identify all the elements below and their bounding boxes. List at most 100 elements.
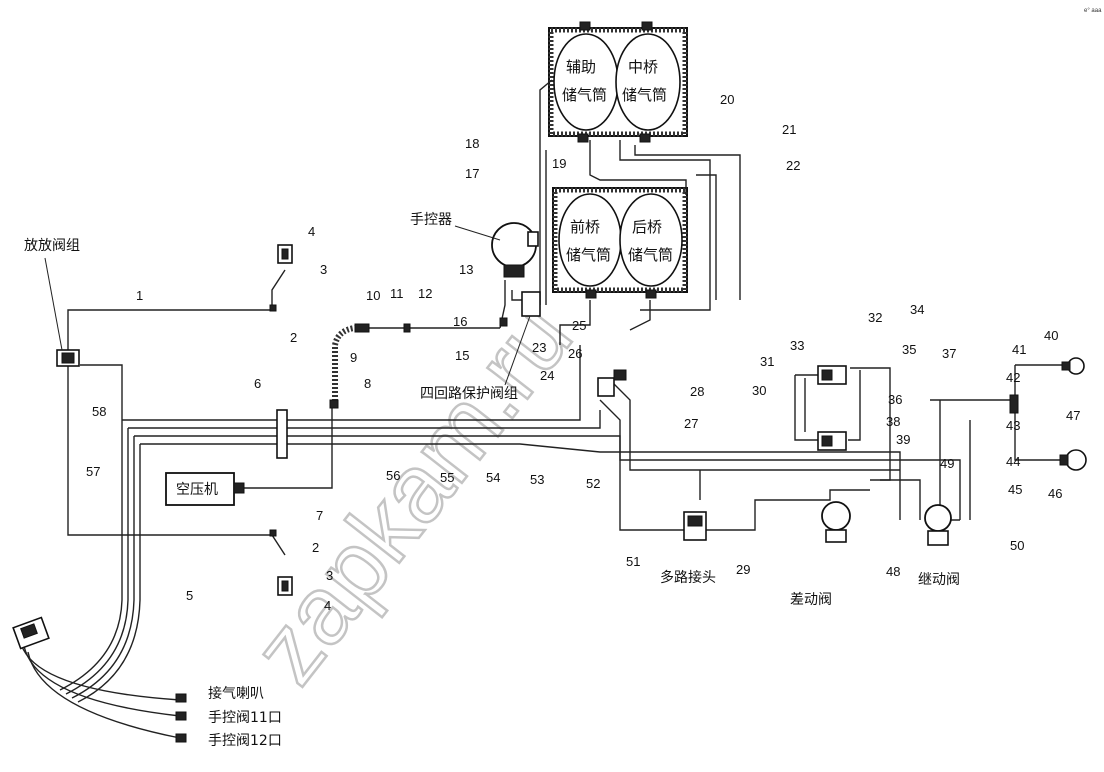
callout-lower-2: 2 — [312, 540, 319, 555]
callout-55: 55 — [440, 470, 454, 485]
callout-4: 4 — [308, 224, 315, 239]
callout-58: 58 — [92, 404, 106, 419]
label-horn: 接气喇叭 — [208, 685, 264, 702]
tank-front-label-1: 前桥 — [570, 218, 600, 236]
callout-19: 19 — [552, 156, 566, 171]
callout-2: 2 — [290, 330, 297, 345]
callout-22: 22 — [786, 158, 800, 173]
relay-valve-lower — [924, 504, 952, 546]
label-four-circuit-valve: 四回路保护阀组 — [420, 386, 518, 402]
callout-42: 42 — [1006, 370, 1020, 385]
pipe-clamp-block — [276, 409, 288, 459]
label-manual-12: 手控阀12口 — [208, 733, 282, 749]
tank-rear-label-2: 储气筒 — [628, 246, 673, 264]
pipes — [19, 79, 1065, 739]
callout-1: 1 — [136, 288, 143, 303]
callout-31: 31 — [760, 354, 774, 369]
callout-5: 5 — [186, 588, 193, 603]
relay-valve-33 — [817, 365, 847, 385]
tank-mid-label-1: 中桥 — [628, 58, 658, 76]
callout-44: 44 — [1006, 454, 1020, 469]
callout-51: 51 — [626, 554, 640, 569]
valve-27 — [597, 369, 627, 397]
label-compressor: 空压机 — [176, 482, 218, 498]
lower-tank-frame — [552, 187, 688, 299]
label-diff-valve: 差动阀 — [790, 592, 832, 608]
callout-57: 57 — [86, 464, 100, 479]
compressor-box — [165, 472, 245, 506]
four-circuit-valve-body — [521, 291, 541, 317]
callout-7: 7 — [316, 508, 323, 523]
corner-mark: e° aaa — [1084, 8, 1102, 14]
callout-12: 12 — [418, 286, 432, 301]
callout-47: 47 — [1066, 408, 1080, 423]
label-fan-valve: 放放阀组 — [24, 238, 80, 254]
callout-17: 17 — [465, 166, 479, 181]
callout-56: 56 — [386, 468, 400, 483]
callout-41: 41 — [1012, 342, 1026, 357]
callout-43: 43 — [1006, 418, 1020, 433]
callout-18: 18 — [465, 136, 479, 151]
callout-13: 13 — [459, 262, 473, 277]
label-manual-11: 手控阀11口 — [208, 710, 282, 726]
brake-chamber-top — [269, 244, 293, 312]
label-multi-joint: 多路接头 — [660, 569, 716, 586]
callout-52: 52 — [586, 476, 600, 491]
callout-11: 11 — [390, 286, 404, 301]
callout-37: 37 — [942, 346, 956, 361]
callout-53: 53 — [530, 472, 544, 487]
tank-rear-label-1: 后桥 — [632, 218, 662, 236]
callout-48: 48 — [886, 564, 900, 579]
connector-15 — [499, 317, 508, 327]
fan-valve-component — [56, 349, 80, 367]
tank-front-label-2: 储气筒 — [566, 246, 611, 264]
tank-aux-label-1: 辅助 — [566, 58, 596, 76]
callout-34: 34 — [910, 302, 924, 317]
brake-chamber-40 — [1061, 357, 1085, 375]
callout-15: 15 — [455, 348, 469, 363]
trailer-coupling — [12, 616, 50, 650]
callout-50: 50 — [1010, 538, 1024, 553]
connector-10 — [354, 323, 370, 333]
callout-lower-3: 3 — [326, 568, 333, 583]
label-hand-brake: 手控器 — [410, 212, 452, 228]
upper-tank-frame — [548, 21, 688, 143]
callout-28: 28 — [690, 384, 704, 399]
callout-8: 8 — [364, 376, 371, 391]
connector-horn — [175, 693, 187, 703]
callout-25: 25 — [572, 318, 586, 333]
callout-3: 3 — [320, 262, 327, 277]
callout-23: 23 — [532, 340, 546, 355]
tank-mid-label-2: 储气筒 — [622, 86, 667, 104]
callout-40: 40 — [1044, 328, 1058, 343]
connector-8 — [329, 399, 339, 409]
tank-aux-label-2: 储气筒 — [562, 86, 607, 104]
relay-valve-38 — [817, 431, 847, 451]
label-relay-valve: 继动阀 — [918, 572, 960, 588]
callout-10: 10 — [366, 288, 380, 303]
callout-6: 6 — [254, 376, 261, 391]
callout-38: 38 — [886, 414, 900, 429]
brake-chamber-bottom — [269, 529, 293, 596]
air-dryer — [491, 222, 539, 278]
callout-33: 33 — [790, 338, 804, 353]
connector-12 — [403, 323, 411, 333]
multi-way-joint — [683, 511, 707, 541]
valve-42 — [1009, 394, 1019, 414]
callout-36: 36 — [888, 392, 902, 407]
callout-27: 27 — [684, 416, 698, 431]
callout-29: 29 — [736, 562, 750, 577]
callout-21: 21 — [782, 122, 796, 137]
callout-39: 39 — [896, 432, 910, 447]
connector-manual-12 — [175, 733, 187, 743]
callout-9: 9 — [350, 350, 357, 365]
brake-chamber-46 — [1059, 449, 1087, 471]
callout-35: 35 — [902, 342, 916, 357]
differential-valve — [821, 501, 851, 543]
callout-49: 49 — [940, 456, 954, 471]
callout-24: 24 — [540, 368, 554, 383]
callout-46: 46 — [1048, 486, 1062, 501]
callout-lower-4: 4 — [324, 598, 331, 613]
